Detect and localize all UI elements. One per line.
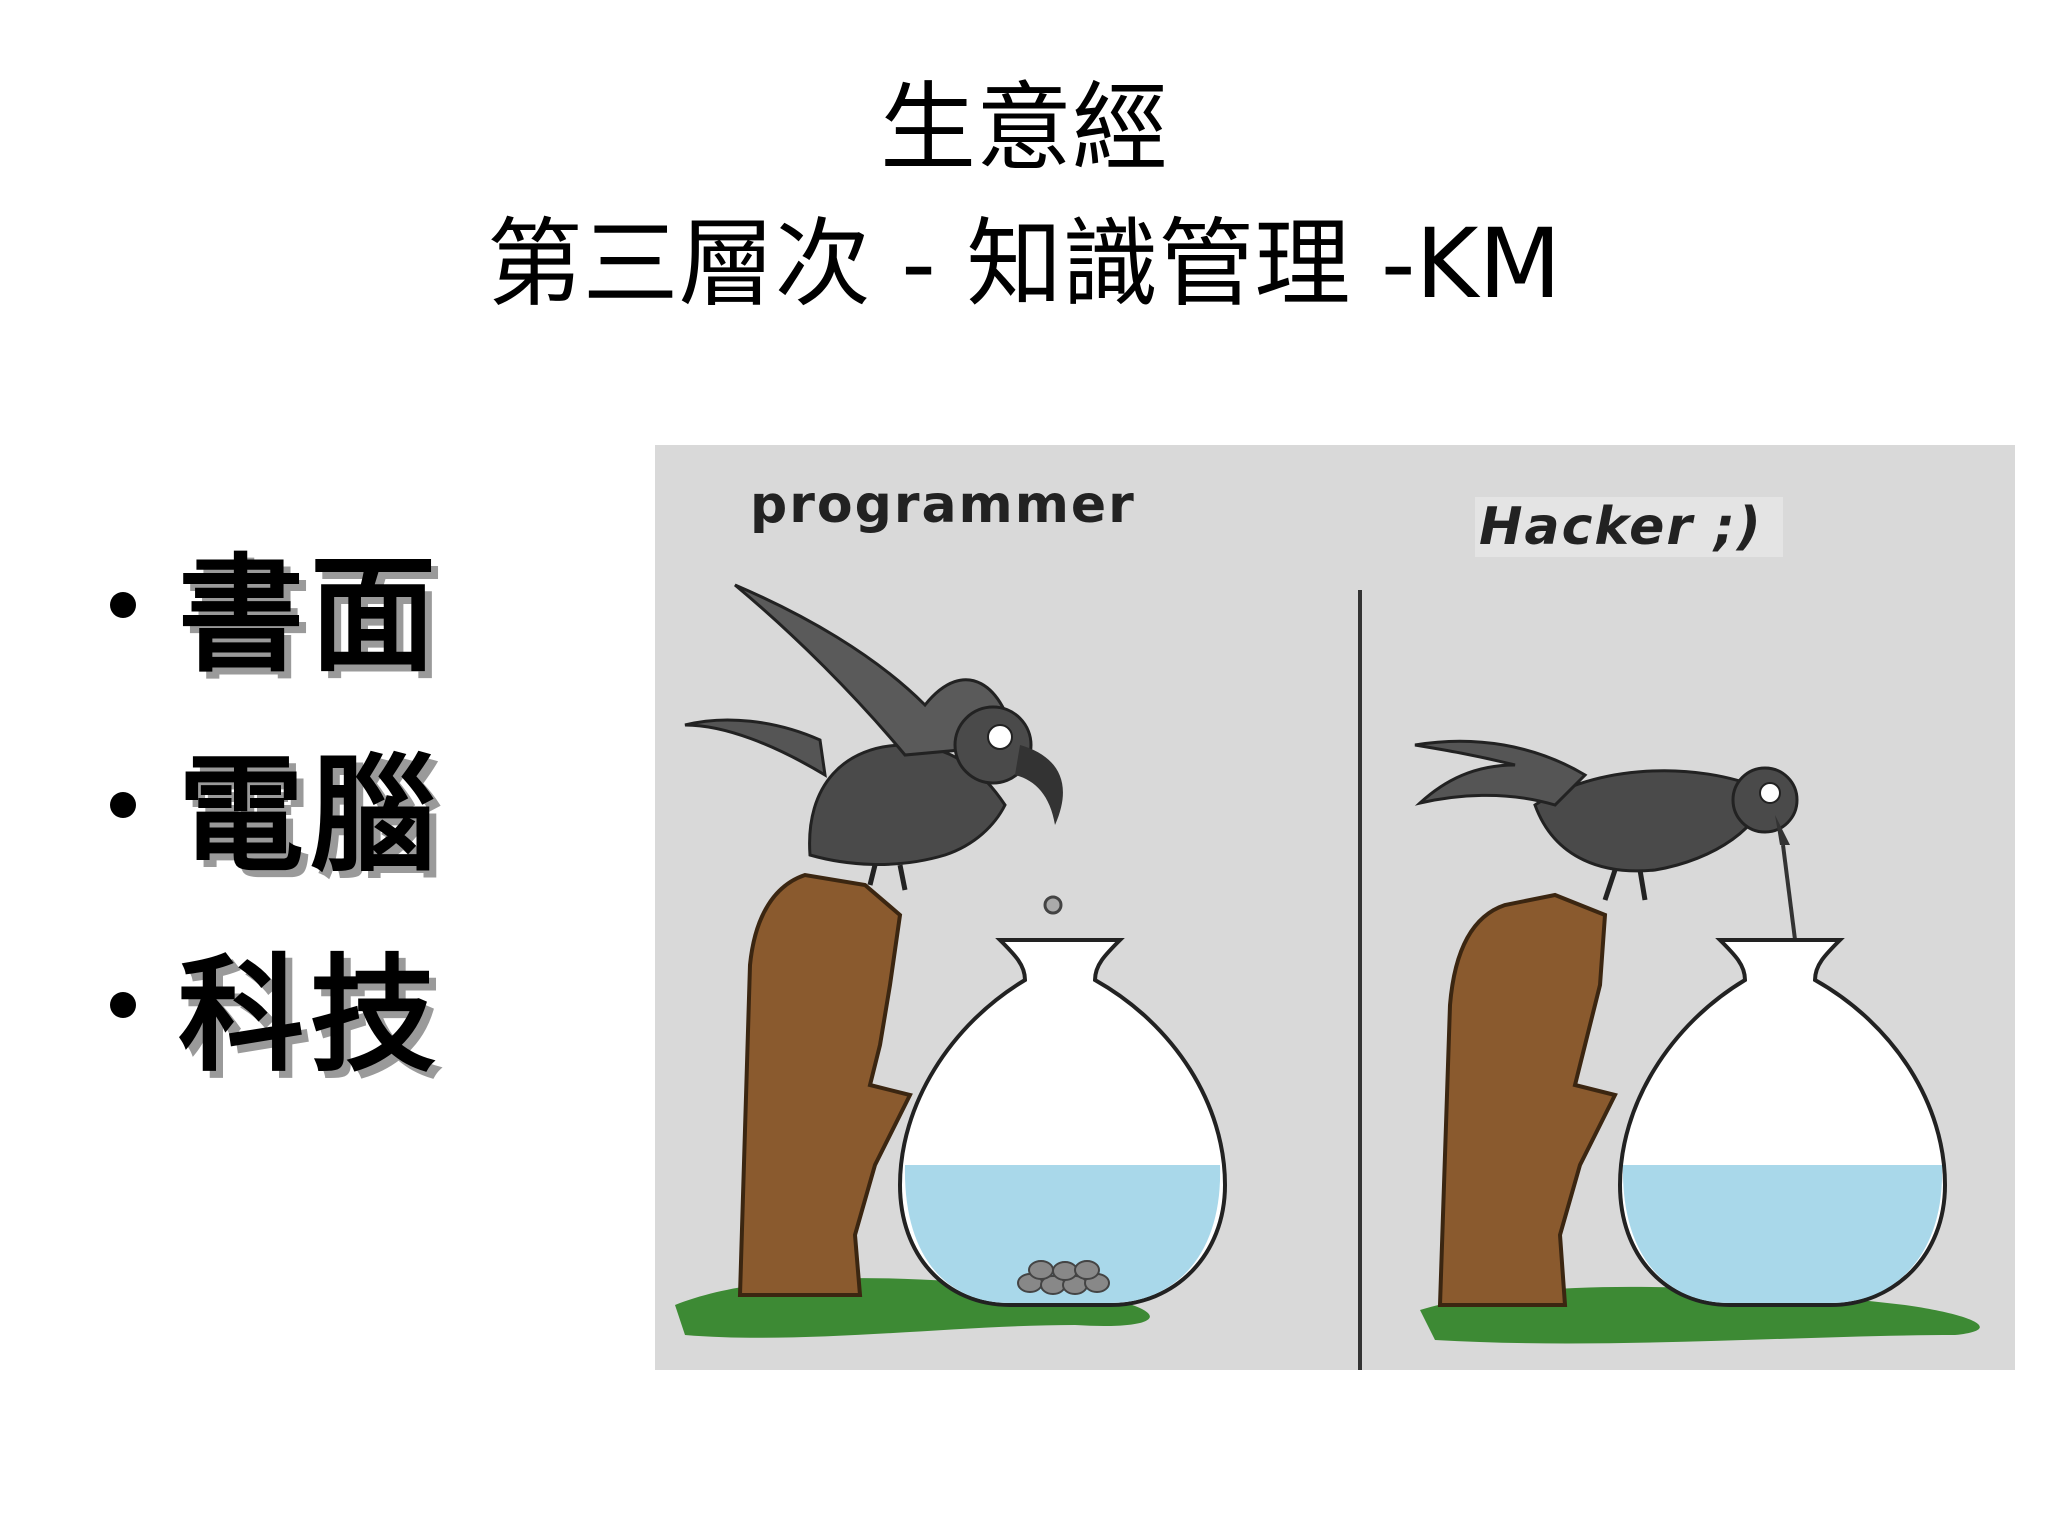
slide-title-line-2: 第三層次 - 知識管理 -KM — [486, 208, 1562, 320]
water-icon — [904, 1165, 1221, 1303]
left-panel — [675, 583, 1228, 1338]
tree-stump-icon — [737, 872, 913, 1297]
crow-eye-icon — [987, 724, 1013, 750]
crow-cartoon-image: programmer Hacker ;) — [655, 445, 2015, 1370]
slide-title-line-1: 生意經 — [880, 72, 1168, 184]
crow-tail-icon — [1414, 739, 1588, 807]
bullet-dot-icon — [110, 592, 136, 618]
bullet-dot-icon — [110, 992, 136, 1018]
bullet-list: 書面 電腦 科技 — [110, 505, 530, 1105]
crow-beak-icon — [1015, 745, 1063, 825]
water-icon — [1622, 1165, 1943, 1303]
crow-tail-icon — [684, 718, 827, 778]
pebble-icon — [1043, 895, 1063, 915]
bullet-text: 電腦 — [178, 742, 442, 889]
programmer-label: programmer — [750, 475, 1136, 535]
bullet-text: 科技 — [178, 942, 442, 1089]
bullet-item: 電腦 — [110, 705, 530, 905]
cartoon-drawing — [675, 583, 1980, 1370]
tree-stump-icon — [1437, 892, 1618, 1307]
crow-eye-icon — [1759, 782, 1781, 804]
slide-title: 生意經 第三層次 - 知識管理 -KM — [0, 60, 2048, 332]
right-panel — [1414, 739, 1980, 1344]
crow-beak-icon — [1775, 815, 1790, 845]
crow-body-icon — [808, 743, 1007, 866]
crow-wing-icon — [734, 583, 1017, 757]
hacker-label: Hacker ;) — [1475, 497, 1783, 557]
bullet-item: 科技 — [110, 905, 530, 1105]
bullet-dot-icon — [110, 792, 136, 818]
bullet-item: 書面 — [110, 505, 530, 705]
bullet-text: 書面 — [178, 542, 442, 689]
crow-body-icon — [1533, 769, 1767, 873]
pebbles-icon — [1017, 1260, 1110, 1295]
